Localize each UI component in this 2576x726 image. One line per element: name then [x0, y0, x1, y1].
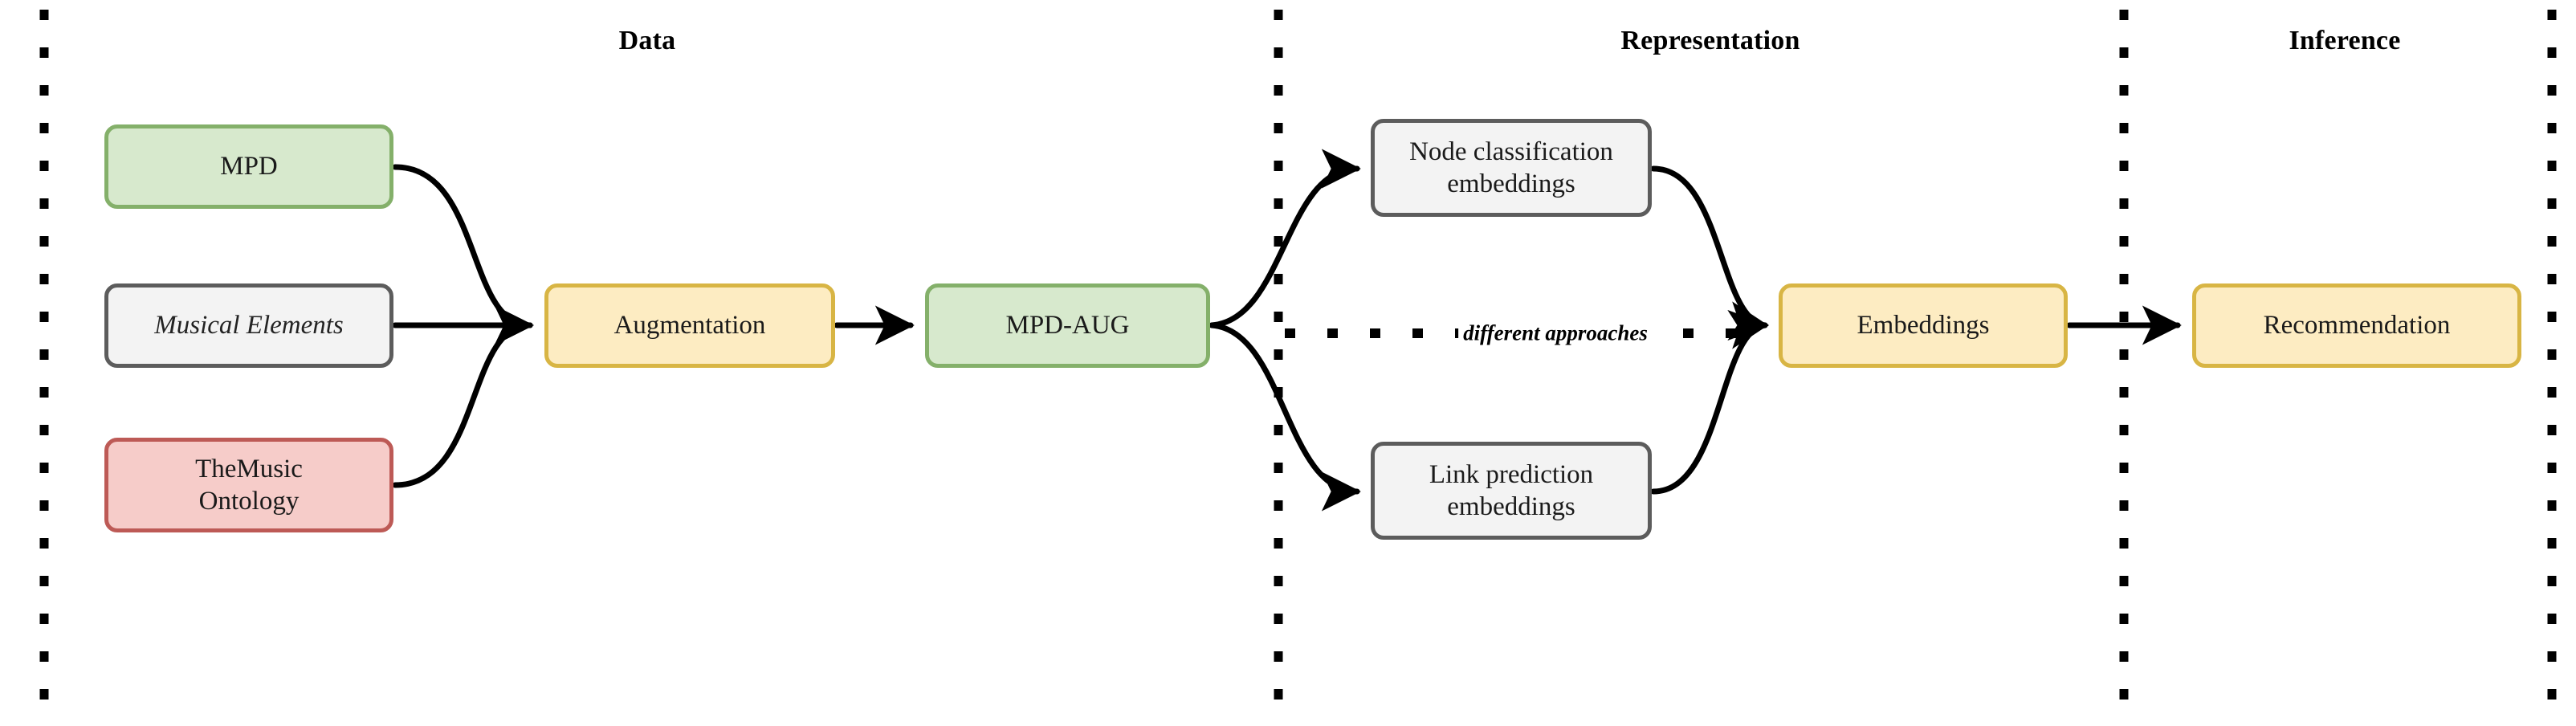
edge-mpd-aug-to-link-prediction	[1209, 322, 1361, 512]
node-mpd-aug[interactable]: MPD-AUG	[925, 283, 1210, 368]
edge-link-prediction-to-embeddings	[1650, 310, 1769, 495]
node-node-classification-embeddings-label: Node classification embeddings	[1409, 137, 1613, 198]
edge-node-classification-to-embeddings	[1650, 165, 1769, 341]
edge-mpd-to-augmentation	[392, 164, 534, 345]
node-link-prediction-embeddings-label: Link prediction embeddings	[1429, 459, 1594, 521]
node-music-ontology[interactable]: TheMusic Ontology	[104, 438, 393, 532]
node-music-ontology-label: TheMusic Ontology	[195, 454, 303, 516]
node-mpd-aug-label: MPD-AUG	[1005, 311, 1130, 341]
node-mpd[interactable]: MPD	[104, 124, 393, 209]
stage-title-representation: Representation	[1620, 26, 1800, 55]
node-recommendation[interactable]: Recommendation	[2192, 283, 2521, 368]
node-link-prediction-embeddings[interactable]: Link prediction embeddings	[1371, 442, 1652, 540]
node-embeddings[interactable]: Embeddings	[1779, 283, 2068, 368]
stage-separators	[39, 10, 2557, 716]
node-recommendation-label: Recommendation	[2263, 311, 2451, 341]
node-embeddings-label: Embeddings	[1857, 311, 1990, 341]
node-augmentation-label: Augmentation	[613, 311, 766, 341]
stage-title-inference: Inference	[2289, 26, 2401, 55]
node-augmentation[interactable]: Augmentation	[544, 283, 835, 368]
node-node-classification-embeddings[interactable]: Node classification embeddings	[1371, 119, 1652, 217]
node-musical-elements[interactable]: Musical Elements	[104, 283, 393, 368]
edge-mpd-aug-to-node-classification	[1209, 149, 1361, 328]
node-mpd-label: MPD	[220, 152, 278, 182]
stage-title-data: Data	[618, 26, 676, 55]
edge-label-different-approaches: different approaches	[1458, 320, 1653, 346]
edge-music-ontology-to-augmentation	[392, 305, 534, 488]
node-musical-elements-label: Musical Elements	[154, 311, 344, 341]
